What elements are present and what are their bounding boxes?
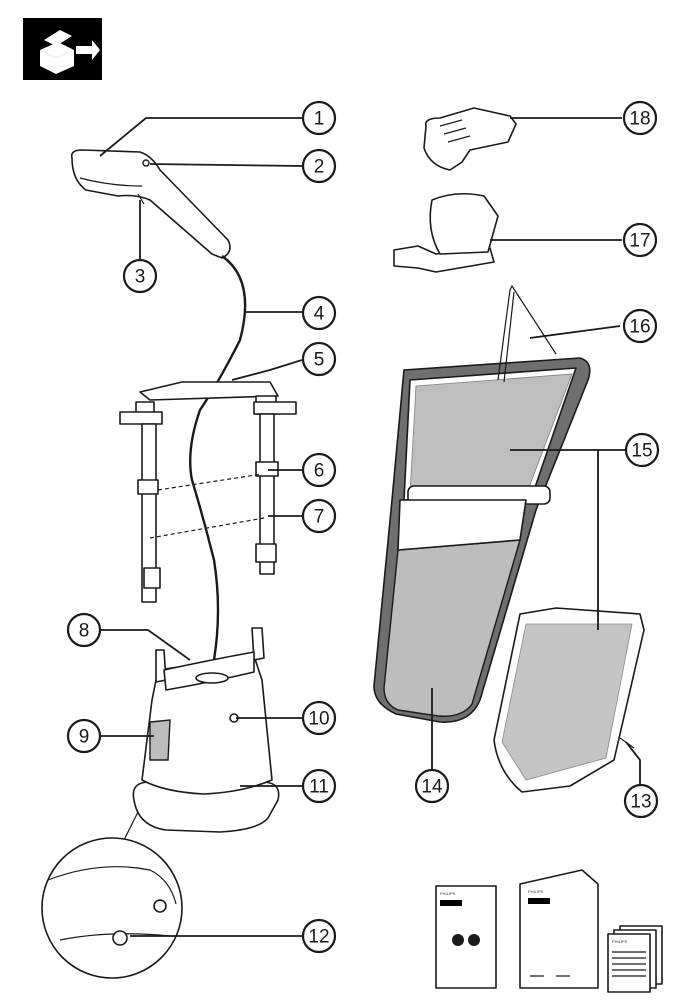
svg-text:6: 6 — [314, 461, 325, 482]
callout-1: 1 — [301, 100, 337, 136]
quick-start-guide-doc: PHILIPS — [519, 869, 599, 989]
callout-6: 6 — [301, 452, 337, 488]
callout-17: 17 — [622, 222, 658, 258]
callout-4: 4 — [301, 295, 337, 331]
callout-9: 9 — [66, 718, 102, 754]
callout-7: 7 — [301, 498, 337, 534]
unpacking-box-icon — [23, 18, 102, 80]
garment-hanger-frame — [493, 607, 645, 793]
svg-text:17: 17 — [629, 231, 650, 252]
svg-text:12: 12 — [308, 927, 329, 948]
svg-text:14: 14 — [421, 777, 443, 798]
leader-lines — [98, 117, 641, 937]
svg-text:1: 1 — [314, 109, 325, 130]
svg-text:7: 7 — [314, 507, 325, 528]
svg-text:5: 5 — [314, 350, 325, 371]
callout-12: 12 — [301, 918, 337, 954]
steamer-base — [132, 627, 280, 833]
svg-text:16: 16 — [629, 317, 650, 338]
callout-15: 15 — [624, 432, 660, 468]
callout-11: 11 — [301, 768, 337, 804]
ironing-glove — [423, 107, 517, 171]
svg-text:11: 11 — [309, 777, 329, 798]
callout-16: 16 — [622, 308, 658, 344]
callout-13: 13 — [623, 783, 659, 819]
callout-5: 5 — [301, 341, 337, 377]
callout-18: 18 — [622, 100, 658, 136]
svg-text:4: 4 — [314, 304, 325, 325]
svg-text:10: 10 — [308, 709, 329, 730]
svg-text:2: 2 — [314, 157, 325, 178]
clothes-hanger-hook — [393, 192, 499, 273]
steam-hose — [189, 255, 247, 661]
svg-text:15: 15 — [631, 441, 652, 462]
svg-text:8: 8 — [79, 621, 90, 642]
steamer-handle — [70, 149, 231, 259]
doc1-brand: PHILIPS — [440, 891, 456, 896]
callout-14: 14 — [414, 768, 450, 804]
svg-text:13: 13 — [630, 792, 651, 813]
svg-text:3: 3 — [135, 267, 146, 288]
callout-2: 2 — [301, 148, 337, 184]
doc3-brand: PHILIPS — [612, 939, 628, 944]
svg-text:18: 18 — [629, 109, 650, 130]
user-manual-doc: PHILIPS — [435, 885, 497, 989]
callout-8: 8 — [66, 612, 102, 648]
callout-10: 10 — [301, 700, 337, 736]
wheel-detail-magnifier — [41, 811, 183, 979]
ironing-board — [373, 284, 591, 723]
warranty-leaflet-doc: PHILIPS — [607, 925, 663, 993]
doc2-brand: PHILIPS — [528, 889, 544, 894]
svg-text:9: 9 — [79, 727, 90, 748]
callout-3: 3 — [122, 258, 158, 294]
pole-frame — [119, 381, 297, 603]
